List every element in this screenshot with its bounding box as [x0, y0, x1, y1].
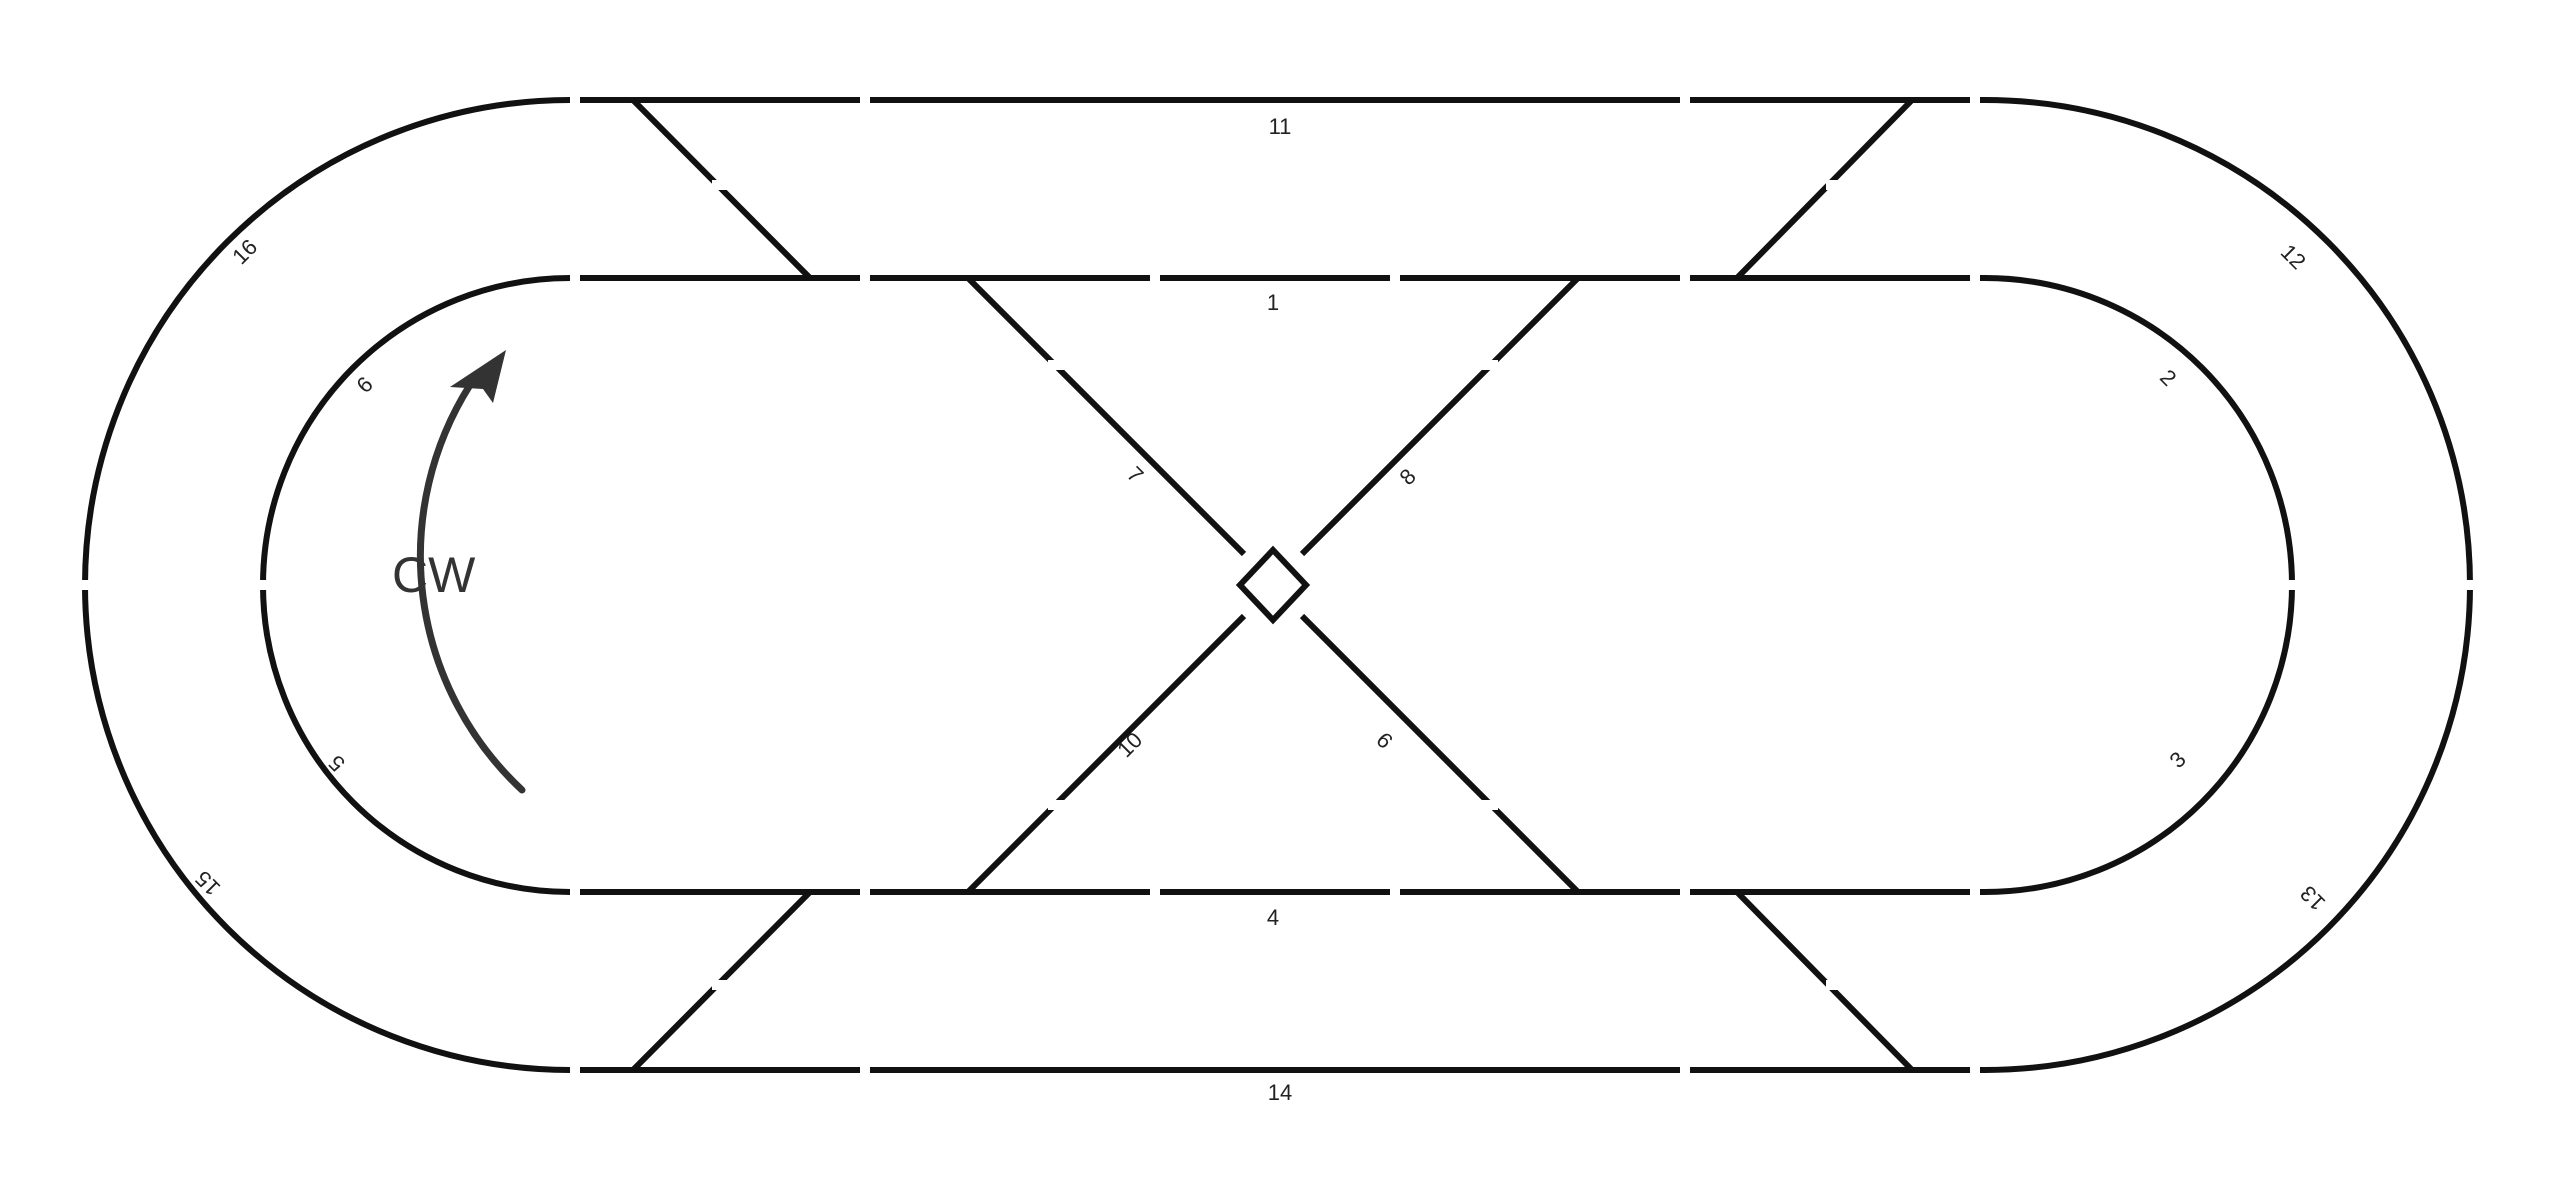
outer-left-curve [82, 97, 571, 1073]
direction-label: CW [392, 547, 476, 603]
segment-label-11: 11 [1269, 114, 1292, 139]
diagonal-lower-left [965, 613, 1247, 895]
segment-label-14: 14 [1268, 1080, 1292, 1105]
segment-separators [77, 92, 2478, 1078]
segment-label-13: 13 [2295, 881, 2330, 916]
inner-right-curve [1984, 275, 2295, 895]
segment-label-12: 12 [2276, 239, 2311, 274]
segment-label-1: 1 [1267, 290, 1279, 315]
connector-top-right [1734, 97, 1915, 281]
diagonal-upper-left [965, 275, 1247, 557]
segment-label-2: 2 [2155, 365, 2181, 391]
segment-label-10: 10 [1112, 727, 1147, 762]
segment-label-6: 6 [352, 372, 378, 398]
direction-indicator: CW [392, 350, 526, 794]
segment-label-4: 4 [1267, 905, 1279, 930]
diagonal-upper-right [1299, 275, 1581, 557]
diagonal-lower-right [1299, 613, 1581, 895]
segment-label-8: 8 [1395, 464, 1421, 490]
segment-label-5: 5 [324, 750, 350, 776]
segment-label-9: 9 [1372, 727, 1398, 753]
center-diamond [1235, 545, 1311, 625]
clockwise-arc [416, 381, 526, 794]
connector-bottom-right [1734, 889, 1915, 1073]
segment-label-7: 7 [1122, 462, 1148, 488]
center-crossing [965, 275, 1581, 895]
outer-right-curve [1984, 97, 2473, 1073]
segment-label-3: 3 [2165, 747, 2191, 773]
arrowhead-icon [450, 350, 506, 403]
